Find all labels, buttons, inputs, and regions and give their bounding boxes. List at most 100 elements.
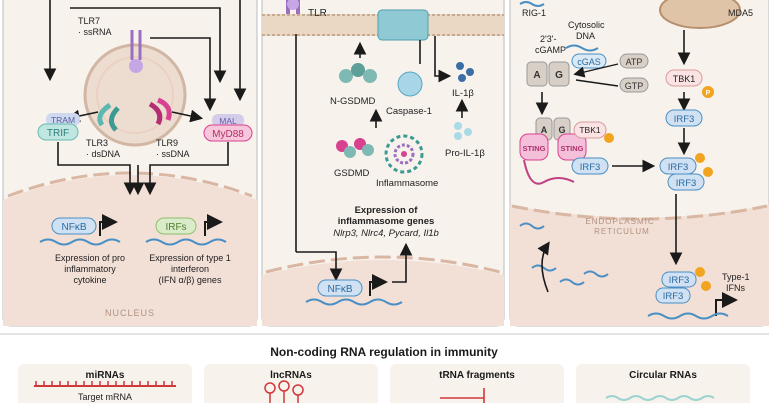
irf3-nuclear-top bbox=[661, 271, 697, 288]
n-gsdmd-label: N-GSDMD bbox=[330, 96, 376, 107]
caption-left-line-3: cytokine bbox=[73, 275, 106, 285]
nfkb-badge bbox=[51, 217, 97, 235]
bottom-title: Non-coding RNA regulation in immunity bbox=[270, 345, 498, 359]
dna-fragment-4 bbox=[583, 270, 609, 278]
sting-left-label: STING bbox=[523, 144, 546, 153]
cgamp-label-line-2: cGAMP bbox=[535, 45, 566, 55]
transcription-arrow-right bbox=[204, 214, 223, 236]
channel-icon bbox=[377, 9, 429, 41]
cytosolic-dna-line-1: Cytosolic bbox=[568, 20, 605, 30]
tram-label: TRAM bbox=[51, 115, 75, 125]
dna-panel2 bbox=[305, 298, 403, 306]
caption-left-line-1: Expression of pro bbox=[55, 253, 125, 263]
arrow-myd88-down bbox=[143, 142, 229, 196]
irf3-dimer-bottom bbox=[667, 173, 705, 191]
mal-label: MAL bbox=[219, 116, 237, 126]
sting-left-icon bbox=[519, 133, 549, 161]
irfs-badge bbox=[155, 217, 197, 235]
il1b-icon bbox=[456, 62, 474, 82]
cgamp-a-label: A bbox=[533, 70, 540, 81]
nfkb-label: NFκB bbox=[62, 222, 87, 233]
expression-title-line-2: inflammasome genes bbox=[338, 216, 435, 227]
dna-panel3 bbox=[647, 312, 729, 320]
sting-a-label: A bbox=[541, 125, 548, 135]
cgas-label: cGAS bbox=[577, 57, 601, 67]
tlr7-receptor-icon bbox=[129, 30, 143, 73]
arrow-il1b-out bbox=[434, 36, 452, 83]
sting-right-icon bbox=[557, 133, 587, 161]
irfs-label: IRFs bbox=[165, 222, 186, 233]
caspase-icon bbox=[397, 71, 423, 97]
tlr7-label: TLR7 bbox=[78, 16, 100, 26]
expression-title-line-1: Expression of bbox=[355, 205, 419, 216]
cgamp-g-box bbox=[548, 61, 570, 87]
er-region bbox=[510, 205, 769, 326]
irf3-badge-top bbox=[665, 109, 703, 127]
circrna-strand-icon bbox=[605, 395, 715, 401]
rig1-rna bbox=[519, 1, 545, 7]
phospho-icon-4 bbox=[703, 167, 713, 177]
caption-right-line-3: (IFN α/β) genes bbox=[159, 275, 222, 285]
trif-label: TRIF bbox=[47, 128, 69, 139]
phospho-icon-2 bbox=[604, 133, 614, 143]
cytosolic-dna-strand bbox=[565, 44, 599, 52]
myd88-badge bbox=[203, 124, 253, 142]
arrow-atp bbox=[573, 63, 619, 78]
inflammasome-label: Inflammasome bbox=[376, 178, 438, 189]
mda5-label: MDA5 bbox=[728, 8, 753, 18]
tlr9-receptor-icon bbox=[148, 97, 172, 126]
phospho-icon-6 bbox=[701, 281, 711, 291]
gtp-label: GTP bbox=[625, 81, 644, 91]
cytosolic-dna-line-2: DNA bbox=[576, 31, 595, 41]
irf3-label-top: IRF3 bbox=[674, 114, 695, 125]
tlr3-ligand-label: · dsDNA bbox=[86, 149, 120, 159]
irf3-badge-sting bbox=[571, 157, 609, 175]
gsdmd-label: GSDMD bbox=[334, 168, 370, 179]
caption-left-line-2: inflammatory bbox=[64, 264, 116, 274]
type1-ifn-line-2: IFNs bbox=[726, 283, 745, 293]
pro-il1b-icon bbox=[454, 122, 472, 140]
n-gsdmd-icon bbox=[339, 63, 377, 83]
panel-tlr-signaling: TLR7 · ssRNA TRAM TRIF MAL MyD88 TLR3 · … bbox=[2, 0, 258, 327]
nucleus-region bbox=[3, 175, 257, 326]
irf3-dimer-bottom-label: IRF3 bbox=[676, 178, 697, 189]
nfkb-label-2: NFκB bbox=[328, 284, 353, 295]
irf3-nuclear-bottom bbox=[655, 287, 691, 304]
card-lncrnas-label: lncRNAs bbox=[270, 370, 312, 381]
er-label-line-2: RETICULUM bbox=[594, 227, 650, 236]
phospho-label: P bbox=[706, 90, 711, 97]
tlr-label: TLR bbox=[308, 8, 327, 19]
tlr7-ligand-label: · ssRNA bbox=[78, 27, 112, 37]
inflammasome-icon bbox=[384, 134, 424, 174]
tbk1-badge-sting bbox=[573, 121, 607, 139]
dna-fragment-1 bbox=[519, 222, 545, 230]
il1b-label: IL-1β bbox=[452, 88, 474, 99]
card-circrna-label: Circular RNAs bbox=[629, 370, 697, 381]
cgamp-a-box bbox=[526, 61, 548, 87]
target-mrna-label: Target mRNA bbox=[78, 392, 132, 402]
arrow-dna-release bbox=[537, 241, 550, 293]
caspase-label: Caspase-1 bbox=[386, 106, 432, 117]
card-lncrnas bbox=[204, 364, 378, 403]
arrow-to-nfkb bbox=[296, 251, 343, 282]
card-circular-rnas bbox=[576, 364, 750, 403]
arrow-tlr7 bbox=[150, 37, 217, 112]
tlr9-ligand-label: · ssDNA bbox=[156, 149, 190, 159]
tlr9-label: TLR9 bbox=[156, 138, 178, 148]
sting-g-label: G bbox=[558, 125, 565, 135]
rig1-label: RIG-1 bbox=[522, 8, 546, 18]
pro-il1b-label: Pro-IL-1β bbox=[445, 148, 485, 159]
tram-badge bbox=[46, 113, 80, 126]
irf3-dimer-top-label: IRF3 bbox=[668, 162, 689, 173]
panel-inflammasome: TLR N-GSDMD Caspase-1 IL-1β Pro-IL-1β bbox=[261, 0, 505, 327]
arrow-to-expression bbox=[392, 242, 413, 283]
dna-fragment-3 bbox=[559, 278, 585, 286]
transcription-arrow-3 bbox=[715, 292, 738, 316]
phospho-icon bbox=[702, 86, 714, 98]
arrow-tlr9 bbox=[171, 109, 204, 123]
arrow-gtp bbox=[575, 79, 619, 87]
dna-left bbox=[39, 238, 121, 246]
mitochondrion-icon bbox=[659, 0, 741, 29]
